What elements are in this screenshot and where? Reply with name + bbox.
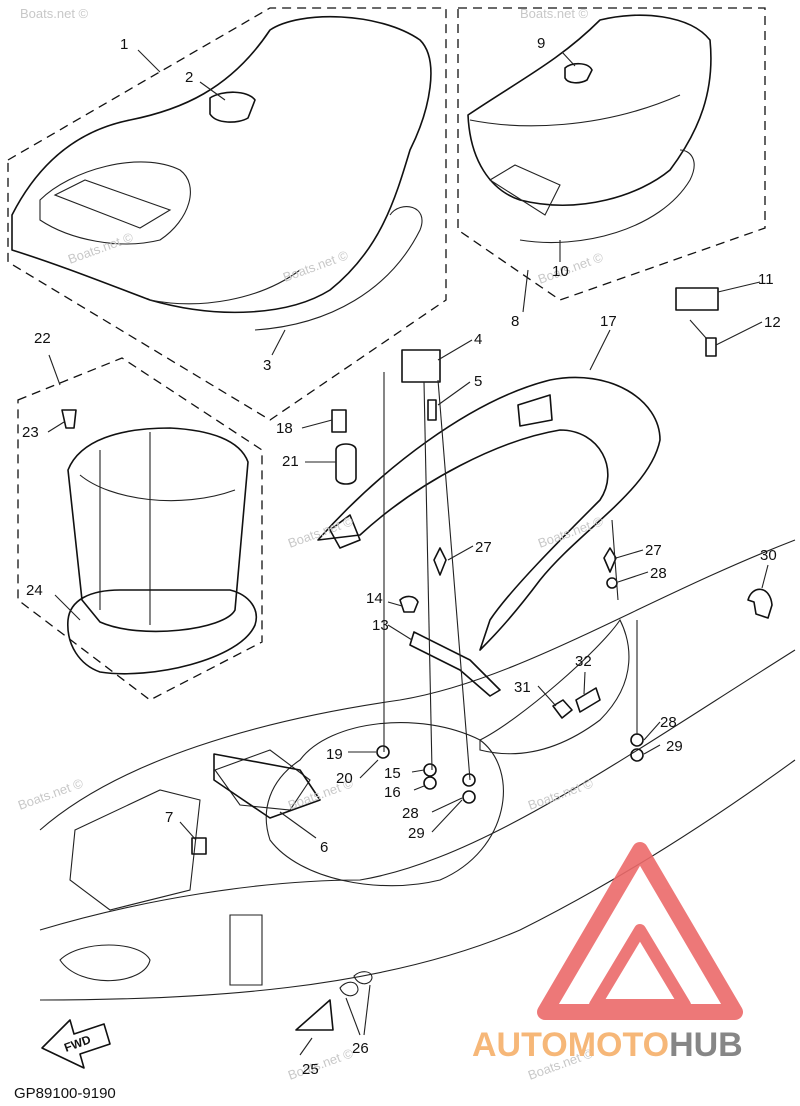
callout-29-rear: 29 (666, 738, 683, 755)
brand-part-a: AUTOMOTO (472, 1026, 669, 1064)
callout-16: 16 (384, 784, 401, 801)
callout-18: 18 (276, 420, 293, 437)
callout-20: 20 (336, 770, 353, 787)
storage-bin (61, 409, 257, 675)
group-box-storage-bin (17, 357, 263, 701)
callout-21: 21 (282, 453, 299, 470)
watermarks: Boats.net © Boats.net © Boats.net © Boat… (16, 6, 606, 1083)
callout-2: 2 (185, 69, 193, 86)
watermark-text: Boats.net © (526, 775, 596, 813)
callout-4: 4 (474, 331, 482, 348)
callout-30: 30 (760, 547, 777, 564)
logo-triangle-inner-icon (589, 924, 691, 1011)
callout-28-upper: 28 (650, 565, 667, 582)
brand-part-b: HUB (669, 1026, 743, 1064)
callout-23: 23 (22, 424, 39, 441)
callout-5: 5 (474, 373, 482, 390)
callout-26: 26 (352, 1040, 369, 1057)
watermark-text: Boats.net © (520, 6, 589, 21)
callout-7: 7 (165, 809, 173, 826)
callout-3: 3 (263, 357, 271, 374)
hull-deck (39, 539, 796, 1031)
fwd-arrow-icon: FWD (41, 1019, 111, 1069)
callout-27-rear: 27 (645, 542, 662, 559)
callout-17: 17 (600, 313, 617, 330)
callouts: 1 2 3 4 5 6 7 8 9 10 11 12 13 14 15 16 1… (22, 35, 781, 1078)
callout-1: 1 (120, 36, 128, 53)
seat-frame (317, 376, 661, 651)
brand-logo: AUTOMOTOHUB (472, 842, 743, 1064)
callout-13: 13 (372, 617, 389, 634)
callout-11: 11 (758, 271, 774, 288)
callout-9: 9 (537, 35, 545, 52)
callout-28-rear: 28 (660, 714, 677, 731)
callout-24: 24 (26, 582, 43, 599)
callout-10: 10 (552, 263, 569, 280)
watermark-text: Boats.net © (536, 249, 606, 287)
logo-triangle-outer-icon (537, 842, 743, 1020)
leader-lines (47, 49, 769, 1056)
callout-12: 12 (764, 314, 781, 331)
callout-6: 6 (320, 839, 328, 856)
group-box-seat-front (7, 7, 447, 421)
watermark-text: Boats.net © (66, 229, 136, 267)
callout-29-front: 29 (408, 825, 425, 842)
brand-wordmark: AUTOMOTOHUB (472, 1026, 743, 1064)
watermark-text: Boats.net © (286, 1045, 356, 1083)
rear-seat (467, 14, 712, 243)
callout-31: 31 (514, 679, 531, 696)
callout-22: 22 (34, 330, 51, 347)
callout-27-front: 27 (475, 539, 492, 556)
watermark-text: Boats.net © (16, 775, 86, 813)
callout-19: 19 (326, 746, 343, 763)
fasteners (191, 287, 773, 997)
group-box-seat-rear (457, 7, 766, 301)
callout-8: 8 (511, 313, 519, 330)
diagram-code: GP89100-9190 (14, 1085, 116, 1102)
callout-32: 32 (575, 653, 592, 670)
callout-15: 15 (384, 765, 401, 782)
watermark-text: Boats.net © (281, 247, 351, 285)
front-seat (11, 15, 432, 331)
callout-25: 25 (302, 1061, 319, 1078)
watermark-text: Boats.net © (20, 6, 89, 21)
watermark-text: Boats.net © (536, 513, 606, 551)
callout-28-front: 28 (402, 805, 419, 822)
callout-14: 14 (366, 590, 383, 607)
